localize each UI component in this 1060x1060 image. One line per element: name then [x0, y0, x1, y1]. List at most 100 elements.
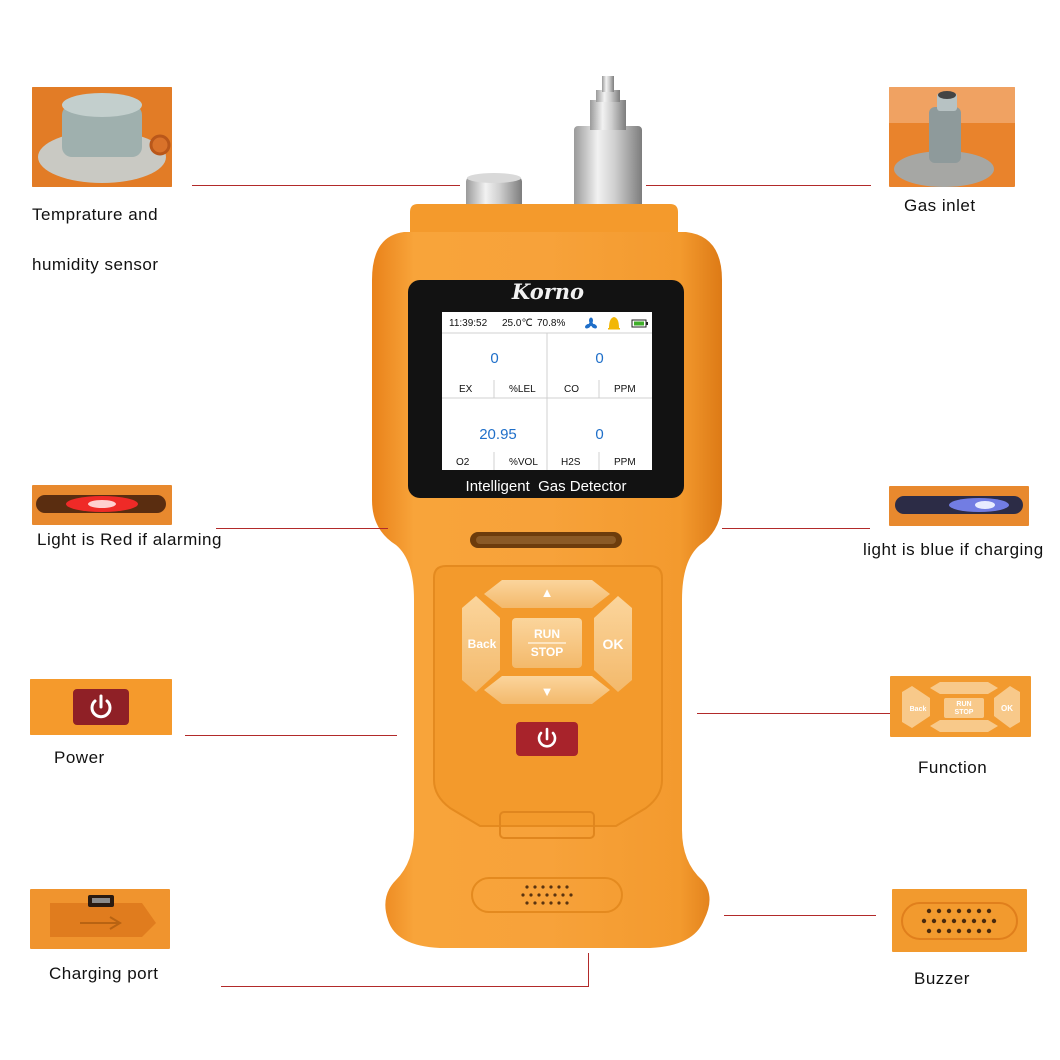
- battery-icon: [631, 319, 648, 328]
- charging-port-closeup: [30, 889, 170, 949]
- buzzer-hole: [533, 885, 537, 889]
- buzzer-hole: [976, 928, 982, 934]
- buzzer-hole: [541, 901, 545, 905]
- status-humidity: 70.8%: [537, 318, 566, 329]
- buzzer-hole: [557, 885, 561, 889]
- ex-unit-label: %LEL: [509, 384, 536, 395]
- alarm-light-leader: [216, 528, 388, 529]
- o2-unit-label: %VOL: [509, 457, 538, 468]
- charging-light-caption: light is blue if charging: [863, 540, 1044, 559]
- bell-icon: [608, 317, 620, 330]
- run-stop-key[interactable]: RUN STOP: [512, 618, 582, 668]
- temperature-sensor-caption-line2: humidity sensor: [32, 255, 159, 274]
- buzzer-hole: [956, 928, 962, 934]
- buzzer-leader: [724, 915, 876, 916]
- buzzer-hole: [966, 908, 972, 914]
- buzzer-hole: [931, 918, 937, 924]
- up-key[interactable]: ▲: [502, 580, 592, 608]
- svg-text:Back: Back: [910, 706, 927, 713]
- charging-light-leader: [722, 528, 870, 529]
- buzzer-hole: [946, 908, 952, 914]
- buzzer-hole: [553, 893, 557, 897]
- buzzer-caption: Buzzer: [914, 969, 970, 988]
- status-temperature: 25.0℃: [502, 318, 533, 329]
- buzzer-hole: [966, 928, 972, 934]
- co-gas-label: CO: [564, 384, 579, 395]
- buzzer-hole: [981, 918, 987, 924]
- buzzer-hole: [986, 928, 992, 934]
- status-light-strip: [470, 532, 622, 548]
- buzzer-hole: [545, 893, 549, 897]
- back-key-label: Back: [467, 637, 497, 651]
- buzzer-hole: [525, 901, 529, 905]
- buzzer-hole: [936, 908, 942, 914]
- buzzer-hole: [986, 908, 992, 914]
- h2s-value: 0: [595, 426, 604, 443]
- power-icon: [537, 727, 557, 748]
- product-label: Intelligent Gas Detector: [465, 478, 627, 495]
- buzzer-hole: [529, 893, 533, 897]
- blue-charging-light-closeup: [889, 486, 1029, 526]
- back-key[interactable]: Back: [462, 600, 502, 690]
- ok-key-shape: [594, 596, 632, 692]
- buzzer-hole: [541, 885, 545, 889]
- power-caption: Power: [54, 748, 105, 767]
- buzzer-hole: [921, 918, 927, 924]
- co-unit-label: PPM: [614, 384, 636, 395]
- up-arrow-icon: ▲: [540, 585, 554, 600]
- buzzer-hole: [941, 918, 947, 924]
- power-button[interactable]: [516, 722, 578, 756]
- temperature-sensor-leader: [192, 185, 460, 186]
- buzzer-hole: [991, 918, 997, 924]
- down-key[interactable]: ▼: [502, 676, 592, 704]
- alarm-light-caption: Light is Red if alarming: [37, 530, 222, 549]
- buzzer-hole: [521, 893, 525, 897]
- buzzer-grille: [471, 877, 623, 913]
- temperature-sensor-caption-line1: Temprature and: [32, 205, 159, 224]
- gas-inlet-leader: [646, 185, 871, 186]
- stop-label: STOP: [530, 645, 564, 659]
- buzzer-closeup: [892, 889, 1027, 952]
- buzzer-hole: [956, 908, 962, 914]
- gas-inlet-closeup: [889, 87, 1015, 187]
- down-key-shape: [484, 676, 610, 704]
- o2-value: 20.95: [479, 426, 517, 443]
- status-time: 11:39:52: [449, 318, 488, 329]
- buzzer-hole: [926, 928, 932, 934]
- up-key-shape: [484, 580, 610, 608]
- temperature-sensor-closeup: [32, 87, 172, 187]
- function-keypad-closeup: RUN STOP Back OK: [890, 676, 1031, 737]
- co-value: 0: [595, 350, 604, 367]
- buzzer-hole: [569, 893, 573, 897]
- function-leader: [697, 713, 890, 714]
- function-caption: Function: [918, 758, 988, 777]
- svg-text:OK: OK: [1001, 704, 1013, 713]
- buzzer-hole: [533, 901, 537, 905]
- buzzer-hole: [961, 918, 967, 924]
- buzzer-hole: [549, 885, 553, 889]
- run-label: RUN: [534, 627, 560, 641]
- svg-text:STOP: STOP: [955, 709, 974, 716]
- ok-key[interactable]: OK: [594, 600, 632, 690]
- ok-key-label: OK: [602, 636, 624, 652]
- back-key-shape: [462, 596, 500, 692]
- buzzer-hole: [926, 908, 932, 914]
- brand-logo: Korno: [511, 279, 585, 304]
- h2s-gas-label: H2S: [561, 457, 581, 468]
- gas-inlet-connector: [574, 76, 642, 210]
- fan-icon: [585, 317, 597, 329]
- h2s-unit-label: PPM: [614, 457, 636, 468]
- buzzer-hole: [565, 885, 569, 889]
- power-leader: [185, 735, 397, 736]
- ex-gas-label: EX: [459, 384, 473, 395]
- red-alarm-light-closeup: [32, 485, 172, 525]
- temperature-humidity-sensor: [466, 173, 522, 210]
- buzzer-hole: [936, 928, 942, 934]
- buzzer-hole: [557, 901, 561, 905]
- buzzer-hole: [565, 901, 569, 905]
- ex-value: 0: [490, 350, 499, 367]
- down-arrow-icon: ▼: [540, 684, 554, 699]
- charging-port-caption: Charging port: [49, 964, 159, 983]
- buzzer-hole: [525, 885, 529, 889]
